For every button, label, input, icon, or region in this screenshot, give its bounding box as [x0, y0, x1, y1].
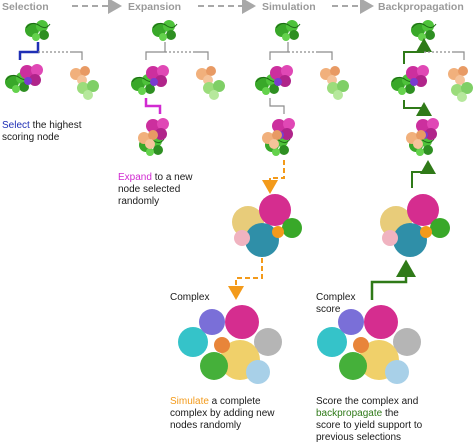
svg-text:scoring node: scoring node	[2, 132, 60, 143]
selection-tree	[4, 19, 99, 100]
backprop-caption: Score the complex and backpropagate the …	[316, 396, 423, 443]
partial-complex	[232, 194, 302, 257]
expand-caption: Expand to a new node selected randomly	[118, 172, 193, 207]
svg-text:randomly: randomly	[118, 196, 159, 207]
step-header-simulation: Simulation	[262, 1, 316, 13]
svg-text:score to yield support to: score to yield support to	[316, 420, 423, 431]
backprop-arrow	[370, 259, 416, 300]
svg-text:nodes randomly: nodes randomly	[170, 420, 241, 431]
expansion-tree	[130, 19, 225, 157]
backprop-keyword: backpropagate	[316, 408, 383, 419]
expanded-branch	[144, 98, 162, 114]
svg-text:Select the highest: Select the highest	[2, 120, 82, 131]
child-node-other	[70, 66, 99, 100]
expanded-node	[138, 118, 169, 157]
select-keyword: Select	[2, 120, 30, 131]
simulation-tree	[178, 19, 349, 384]
step-header-backpropagation: Backpropagation	[378, 1, 464, 13]
step-header-expansion: Expansion	[128, 1, 181, 13]
svg-text:previous selections: previous selections	[316, 432, 401, 443]
svg-text:complex by adding new: complex by adding new	[170, 408, 275, 419]
svg-text:backpropagate the: backpropagate the	[316, 408, 399, 419]
selected-branch	[18, 42, 40, 60]
svg-text:score: score	[316, 304, 341, 315]
complete-complex-back	[317, 305, 421, 384]
complex-score-label: Complex score	[316, 292, 355, 315]
complete-complex-sim	[178, 305, 282, 384]
backprop-tree	[317, 19, 473, 384]
svg-text:Score the complex and: Score the complex and	[316, 396, 418, 407]
root-node	[24, 19, 51, 42]
simulate-caption: Simulate a complete complex by adding ne…	[170, 396, 275, 431]
simulation-arrow-1	[262, 160, 285, 194]
step-header-selection: Selection	[2, 1, 49, 13]
svg-text:Expand to a new: Expand to a new	[118, 172, 193, 183]
svg-text:Simulate a complete: Simulate a complete	[170, 396, 261, 407]
svg-text:Complex: Complex	[316, 292, 355, 303]
simulate-keyword: Simulate	[170, 396, 209, 407]
complex-label: Complex	[170, 292, 209, 303]
select-caption: Select the highest scoring node	[2, 120, 82, 143]
child-node-selected	[4, 64, 43, 94]
expand-keyword: Expand	[118, 172, 152, 183]
simulation-arrow-2	[228, 258, 263, 300]
svg-text:node selected: node selected	[118, 184, 180, 195]
partial-complex-back	[380, 194, 450, 257]
